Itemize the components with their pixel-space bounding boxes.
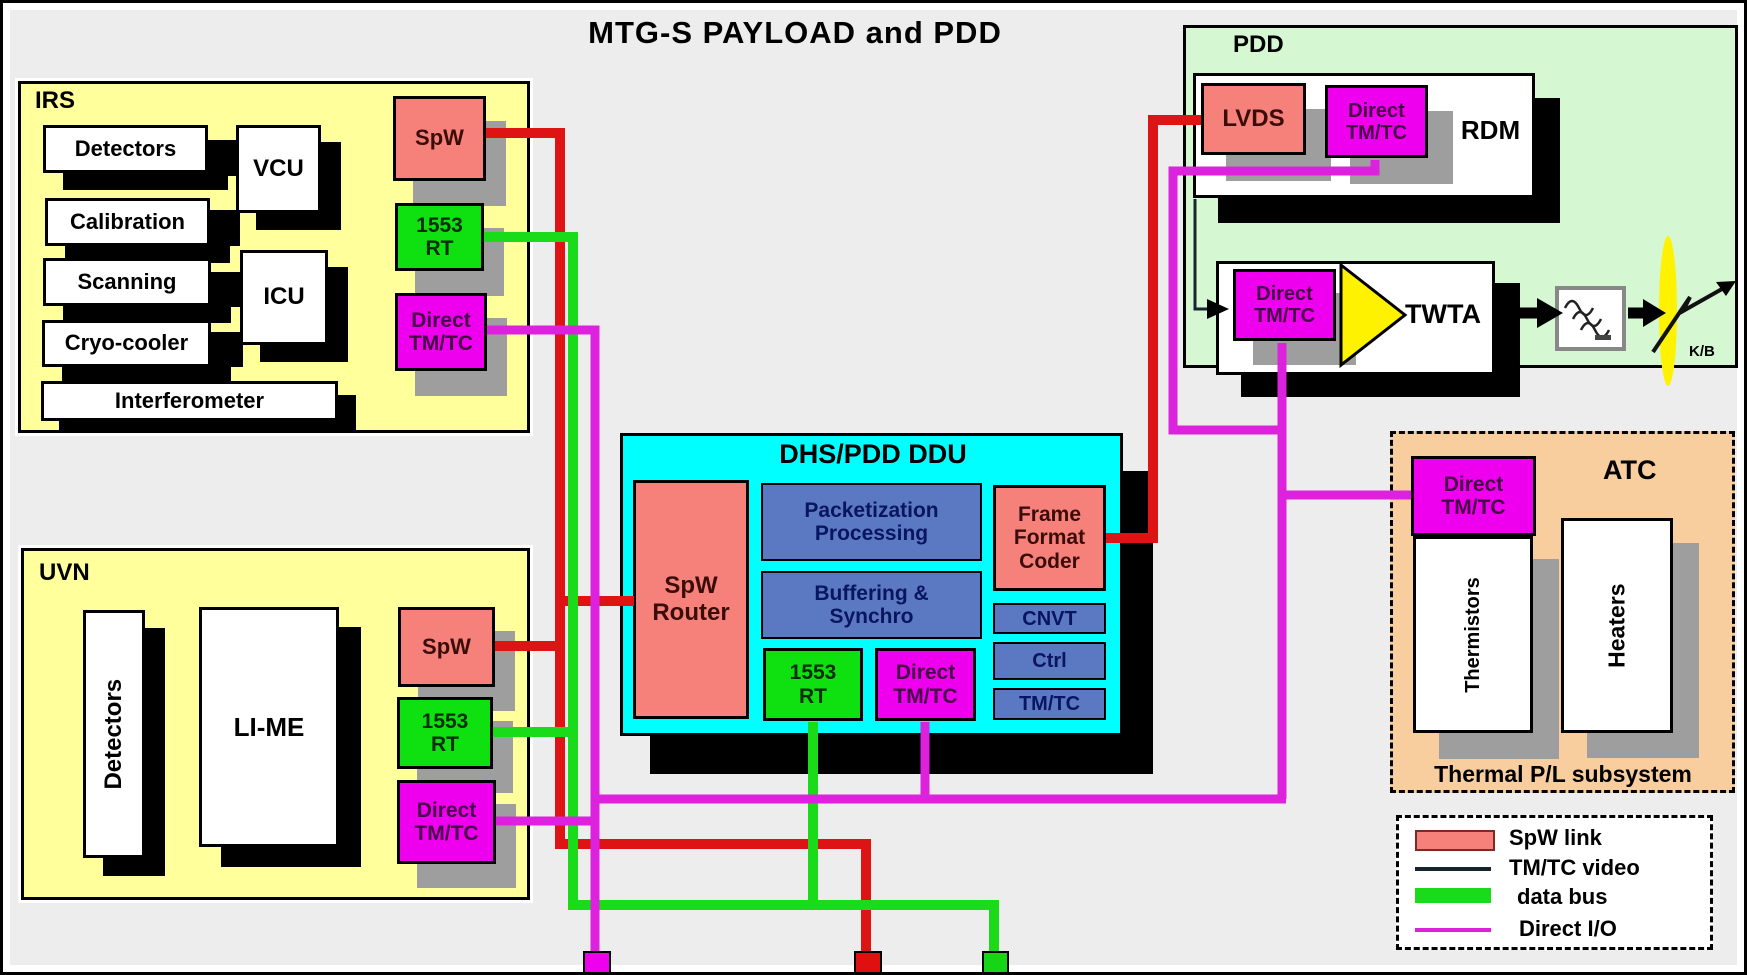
uvn-label: UVN — [39, 559, 90, 586]
dhs-tmtc-box: TM/TC — [993, 688, 1106, 720]
legend-directio-label: Direct I/O — [1519, 916, 1617, 941]
dhs-1553-rt-box: 1553 RT — [763, 648, 863, 721]
amplifier-triangle-icon — [1339, 261, 1408, 369]
dhs-buffering-box: Buffering & Synchro — [761, 571, 982, 639]
legend-directio-swatch — [1415, 928, 1491, 932]
pdd-rdm-direct-tmtc-box: Direct TM/TC — [1325, 85, 1428, 158]
pdd-lvds-box: LVDS — [1201, 83, 1306, 155]
uvn-detectors-box: Detectors — [83, 610, 145, 858]
irs-cryo-cooler-box: Cryo-cooler — [42, 320, 211, 367]
filter-icon — [1555, 286, 1626, 351]
dhs-title: DHS/PDD DDU — [779, 439, 967, 469]
atc-direct-tmtc-box: Direct TM/TC — [1411, 456, 1536, 536]
uvn-1553-rt-box: 1553 RT — [397, 697, 493, 769]
dhs-ctrl-box: Ctrl — [993, 642, 1106, 680]
direct-io-connector — [583, 951, 611, 972]
legend-video-label: TM/TC video — [1509, 855, 1640, 880]
page-title: MTG-S PAYLOAD and PDD — [588, 15, 1002, 50]
connector-bar — [206, 140, 240, 176]
irs-vcu-box: VCU — [236, 125, 321, 213]
irs-direct-tmtc-box: Direct TM/TC — [395, 293, 487, 371]
connector-bar — [208, 210, 240, 246]
legend-databus-swatch — [1415, 888, 1491, 903]
irs-detectors-box: Detectors — [43, 125, 208, 173]
irs-1553-rt-box: 1553 RT — [395, 203, 484, 271]
atc-caption: Thermal P/L subsystem — [1434, 761, 1692, 787]
atc-thermistors-box: Thermistors — [1413, 536, 1533, 733]
irs-spw-box: SpW — [393, 96, 486, 181]
connector-bar — [209, 272, 243, 307]
irs-interferometer-box: Interferometer — [41, 381, 338, 421]
connector-bar — [209, 332, 243, 367]
pdd-rdm-label: RDM — [1460, 115, 1521, 145]
uvn-spw-box: SpW — [398, 607, 495, 687]
dhs-frame-format-coder-box: Frame Format Coder — [993, 485, 1106, 591]
pdd-label: PDD — [1233, 31, 1284, 58]
uvn-direct-tmtc-box: Direct TM/TC — [397, 780, 496, 864]
legend-spw-swatch — [1415, 830, 1495, 851]
legend-spw-label: SpW link — [1509, 825, 1602, 850]
pdd-twta-label: TWTA — [1405, 299, 1481, 329]
dhs-direct-tmtc-box: Direct TM/TC — [875, 648, 976, 721]
dhs-packetization-box: Packetization Processing — [761, 483, 982, 561]
spw-connector — [854, 951, 882, 972]
pdd-kb-label: K/B — [1689, 343, 1715, 360]
irs-label: IRS — [35, 87, 76, 114]
atc-label: ATC — [1603, 455, 1657, 485]
legend-databus-label: data bus — [1517, 884, 1608, 909]
irs-calibration-box: Calibration — [45, 198, 210, 246]
irs-scanning-box: Scanning — [43, 258, 211, 306]
atc-heaters-box: Heaters — [1561, 518, 1673, 733]
dhs-spw-router-box: SpW Router — [633, 480, 749, 719]
data-bus-connector — [982, 951, 1009, 972]
antenna-lens-icon — [1659, 236, 1677, 386]
uvn-li-me-box: LI-ME — [199, 607, 339, 847]
dhs-cnvt-box: CNVT — [993, 603, 1106, 634]
irs-icu-box: ICU — [240, 250, 328, 345]
legend-video-swatch — [1415, 867, 1491, 871]
pdd-twta-direct-tmtc-box: Direct TM/TC — [1233, 269, 1336, 341]
